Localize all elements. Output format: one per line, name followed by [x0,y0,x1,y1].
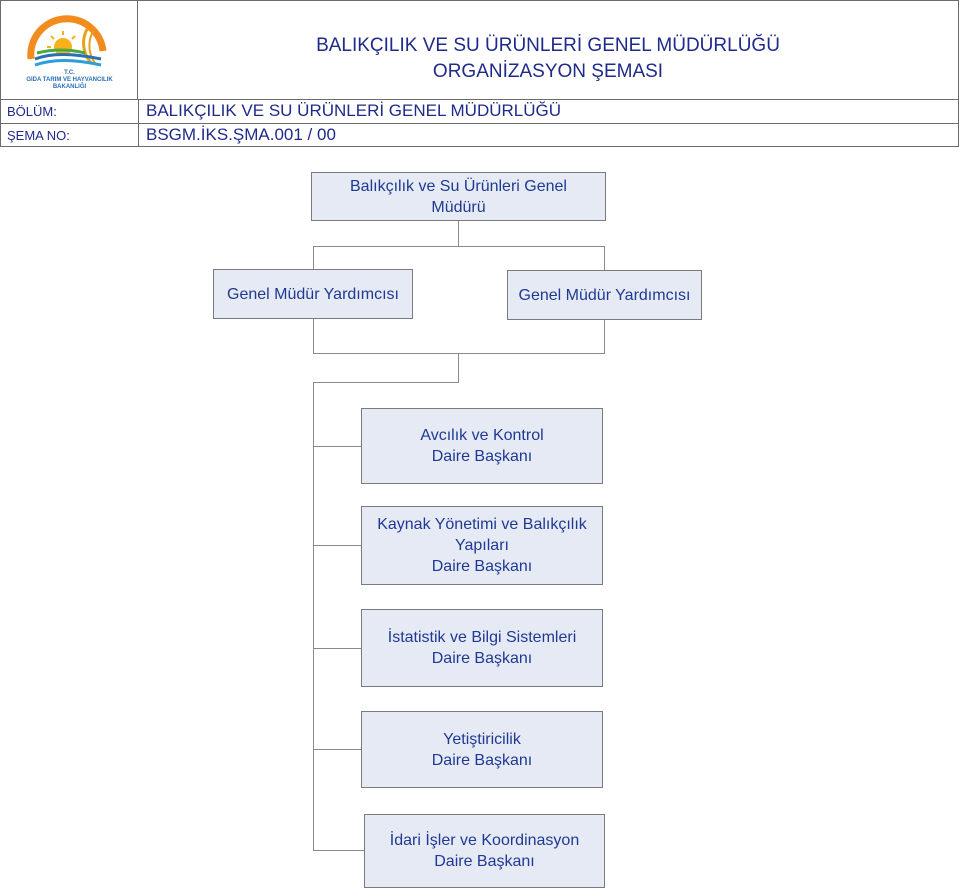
logo-text-ministry: GIDA TARIM VE HAYVANCILIK [26,77,113,83]
sema-label: ŞEMA NO: [7,128,70,143]
connector-deputies-bottom [313,353,605,354]
node-dept-yetistiricilik-line2: Daire Başkanı [431,751,533,769]
node-dept-avcilik: Avcılık ve Kontrol Daire Başkanı [361,408,603,484]
connector-deputy2-up [604,246,605,270]
node-deputy-1-label: Genel Müdür Yardımcısı [227,285,399,303]
connector-dept4 [313,749,361,750]
sema-row: ŞEMA NO: BSGM.İKS.ŞMA.001 / 00 [1,123,958,147]
node-dept-istatistik: İstatistik ve Bilgi Sistemleri Daire Baş… [361,609,603,687]
logo-cell: T.C. GIDA TARIM VE HAYVANCILIK BAKANLIĞI [1,1,138,99]
node-dept-yetistiricilik-line1: Yetiştiricilik [443,730,521,748]
node-dept-kaynak-line2: Yapıları [455,537,509,554]
node-dept-istatistik-line2: Daire Başkanı [431,650,533,667]
node-general-director-line2: Müdürü [431,198,486,216]
connector-dept1 [313,446,361,447]
node-dept-kaynak-line3: Daire Başkanı [431,558,533,575]
node-dept-avcilik-line2: Daire Başkanı [431,448,533,465]
bolum-label: BÖLÜM: [7,104,57,119]
node-deputy-1: Genel Müdür Yardımcısı [213,269,413,319]
node-dept-idari: İdari İşler ve Koordinasyon Daire Başkan… [364,814,605,888]
connector-dept5 [313,850,364,851]
node-deputy-2-label: Genel Müdür Yardımcısı [518,286,691,304]
connector-deputy1-up [313,246,314,270]
node-dept-avcilik-line1: Avcılık ve Kontrol [420,427,544,444]
connector-root-down [458,220,459,247]
document-subtitle: ORGANİZASYON ŞEMASI [432,61,664,82]
node-dept-kaynak-line1: Kaynak Yönetimi ve Balıkçılık [377,516,587,533]
bolum-row: BÖLÜM: BALIKÇILIK VE SU ÜRÜNLERİ GENEL M… [1,99,958,123]
node-deputy-2: Genel Müdür Yardımcısı [507,270,702,320]
row-divider [138,99,139,147]
connector-spine-top [313,382,459,383]
connector-center-down [458,353,459,383]
document-title: BALIKÇILIK VE SU ÜRÜNLERİ GENEL MÜDÜRLÜĞ… [316,35,780,56]
bolum-value: BALIKÇILIK VE SU ÜRÜNLERİ GENEL MÜDÜRLÜĞ… [146,101,562,120]
sema-value: BSGM.İKS.ŞMA.001 / 00 [146,125,336,144]
node-dept-kaynak: Kaynak Yönetimi ve Balıkçılık Yapıları D… [361,506,603,585]
node-dept-istatistik-line1: İstatistik ve Bilgi Sistemleri [387,629,577,646]
connector-deputy2-down [604,320,605,354]
logo-text-tc: T.C. [64,70,75,76]
connector-dept2 [313,545,361,546]
node-dept-yetistiricilik: Yetiştiricilik Daire Başkanı [361,711,603,788]
connector-dept3 [313,648,361,649]
logo-text-bakanlik: BAKANLIĞI [52,84,87,90]
connector-deputy1-down [313,318,314,354]
connector-spine [313,382,314,850]
ministry-logo-icon [27,15,107,67]
title-cell: BALIKÇILIK VE SU ÜRÜNLERİ GENEL MÜDÜRLÜĞ… [138,1,958,99]
node-dept-idari-line1: İdari İşler ve Koordinasyon [389,832,580,849]
node-dept-idari-line2: Daire Başkanı [434,853,535,870]
document-header: T.C. GIDA TARIM VE HAYVANCILIK BAKANLIĞI… [0,0,959,147]
node-general-director-line1: Balıkçılık ve Su Ürünleri Genel [350,177,567,195]
connector-deputies-top [313,246,605,247]
node-general-director: Balıkçılık ve Su Ürünleri Genel Müdürü [311,172,606,221]
